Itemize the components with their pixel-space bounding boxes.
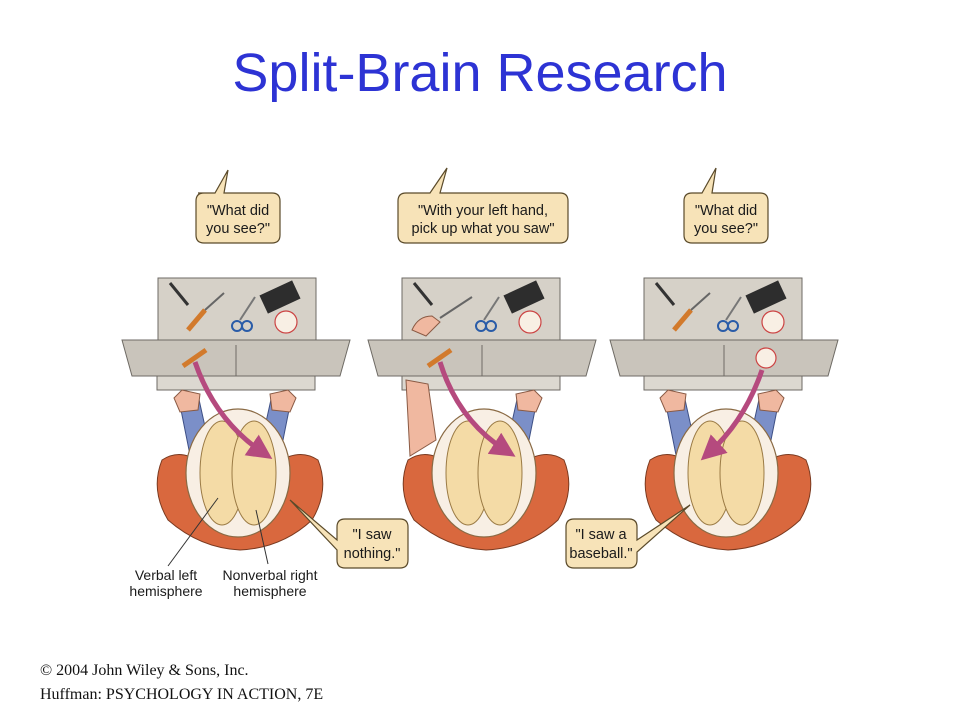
panel-2-person bbox=[402, 379, 570, 551]
panel-2-left-arm bbox=[405, 379, 437, 457]
panel-1-right-hemisphere bbox=[231, 420, 277, 526]
panel-1-objects bbox=[168, 280, 301, 334]
panel-2-left-hand-reaching bbox=[411, 315, 441, 337]
panel-2: "With your left hand, pick up what you s… bbox=[367, 167, 597, 551]
panel-2-question-line-1: "With your left hand, bbox=[418, 203, 548, 219]
panel-1-answer-line-2: nothing." bbox=[344, 546, 401, 562]
panel-1: "What did you see?" bbox=[121, 169, 409, 599]
panel-3-objects bbox=[654, 280, 787, 334]
panel-2-question-bubble: "With your left hand, pick up what you s… bbox=[397, 167, 569, 244]
panel-2-arrow bbox=[437, 361, 516, 457]
left-hemisphere-label-line-2: hemisphere bbox=[129, 583, 202, 599]
right-hemisphere-label-line-1: Nonverbal right bbox=[223, 567, 318, 583]
panel-3-answer-line-1: "I saw a bbox=[575, 527, 627, 543]
panel-1-table bbox=[121, 339, 351, 391]
panel-1-question-line-2: you see?" bbox=[206, 221, 270, 237]
panel-3-baseball bbox=[755, 347, 777, 369]
panel-1-arrow bbox=[192, 361, 273, 460]
copyright-line: © 2004 John Wiley & Sons, Inc. bbox=[40, 662, 249, 679]
panel-2-table bbox=[367, 339, 597, 391]
source-line: Huffman: PSYCHOLOGY IN ACTION, 7E bbox=[40, 686, 324, 703]
panel-1-answer-line-1: "I saw bbox=[353, 527, 393, 543]
panel-3-question-line-1: "What did bbox=[695, 203, 757, 219]
panel-1-person bbox=[156, 389, 324, 551]
panel-3-arrow bbox=[700, 369, 765, 461]
panel-1-left-label-line bbox=[167, 497, 219, 567]
panel-3: "What did you see?" bbox=[565, 167, 839, 569]
right-hemisphere-label-line-2: hemisphere bbox=[233, 583, 306, 599]
panel-1-answer-bubble: "I saw nothing." bbox=[289, 499, 409, 569]
panel-1-question-bubble: "What did you see?" bbox=[195, 169, 281, 244]
page-title: Split-Brain Research bbox=[232, 43, 728, 103]
panel-1-screwdriver bbox=[181, 347, 208, 369]
panel-3-person bbox=[644, 389, 812, 551]
panel-3-answer-bubble: "I saw a baseball." bbox=[565, 504, 691, 569]
panel-2-question-line-2: pick up what you saw" bbox=[412, 221, 555, 237]
panel-1-right-label-line bbox=[255, 509, 269, 565]
panel-2-objects bbox=[411, 280, 545, 337]
panel-1-question-line-1: "What did bbox=[207, 203, 269, 219]
panel-3-table bbox=[609, 339, 839, 391]
left-hemisphere-label-line-1: Verbal left bbox=[135, 567, 197, 583]
panel-3-question-line-2: you see?" bbox=[694, 221, 758, 237]
panel-3-question-bubble: "What did you see?" bbox=[683, 167, 769, 244]
panel-3-answer-line-2: baseball." bbox=[569, 546, 632, 562]
